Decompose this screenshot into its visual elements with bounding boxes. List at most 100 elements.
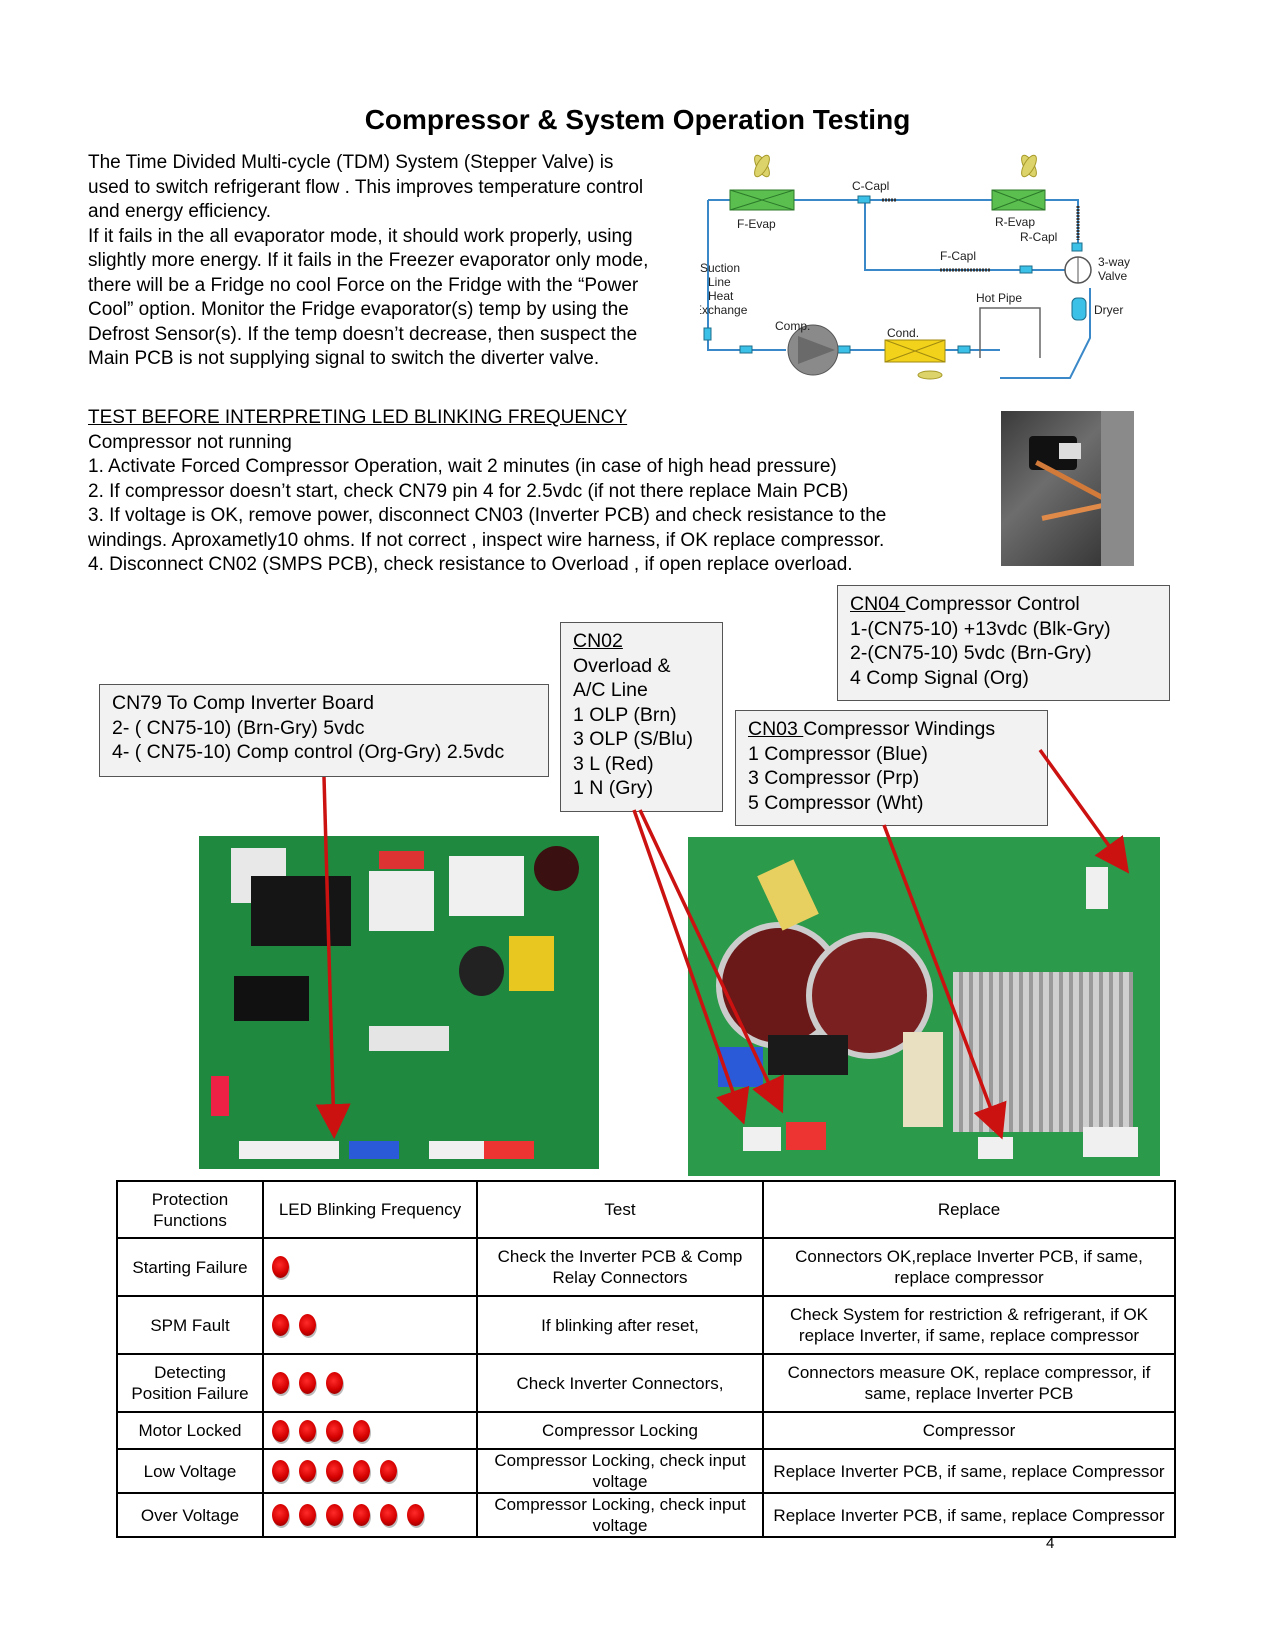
led-blink-icon bbox=[326, 1460, 343, 1483]
cn04-line: 4 Comp Signal (Org) bbox=[850, 666, 1029, 689]
dryer-icon bbox=[1071, 297, 1087, 321]
led-cell bbox=[262, 1448, 478, 1494]
cn03-callout: CN03 Compressor Windings 1 Compressor (B… bbox=[735, 710, 1048, 826]
led-blink-icon bbox=[380, 1460, 397, 1483]
led-blink-icon bbox=[353, 1504, 370, 1527]
intro-line: used to switch refrigerant flow . This i… bbox=[88, 176, 644, 198]
fan-icon bbox=[754, 154, 1037, 380]
test-section: TEST BEFORE INTERPRETING LED BLINKING FR… bbox=[88, 406, 988, 578]
cn03-line: 5 Compressor (Wht) bbox=[748, 791, 924, 814]
test-step: windings. Aproxametly10 ohms. If not cor… bbox=[88, 529, 885, 551]
test-step: 4. Disconnect CN02 (SMPS PCB), check res… bbox=[88, 554, 853, 575]
cn04-line: 1-(CN75-10) +13vdc (Blk-Gry) bbox=[850, 617, 1111, 640]
led-blink-icon bbox=[272, 1314, 289, 1337]
replace-cell: Check System for restriction & refrigera… bbox=[762, 1295, 1176, 1355]
led-cell bbox=[262, 1353, 478, 1413]
led-blink-icon bbox=[272, 1372, 289, 1395]
intro-line: Main PCB is not supplying signal to swit… bbox=[88, 348, 600, 369]
function-cell: Low Voltage bbox=[116, 1448, 264, 1494]
replace-cell: Connectors measure OK, replace compresso… bbox=[762, 1353, 1176, 1413]
refrigeration-diagram: F-Evap R-Evap C-Capl R-Capl F-Capl 3-way… bbox=[700, 154, 1130, 380]
table-row: Detecting Position Failure Check Inverte… bbox=[116, 1353, 1176, 1413]
compressor-wiring-photo bbox=[1001, 411, 1134, 566]
intro-line: there will be a Fridge no cool Force on … bbox=[88, 274, 639, 296]
led-cell bbox=[262, 1295, 478, 1355]
table-header-row: Protection Functions LED Blinking Freque… bbox=[116, 1180, 1176, 1239]
page-number: 4 bbox=[1046, 1535, 1055, 1552]
diagram-label: Comp. bbox=[775, 319, 810, 333]
test-cell: Check the Inverter PCB & Comp Relay Conn… bbox=[476, 1237, 764, 1297]
intro-line: Defrost Sensor(s). If the temp doesn’t d… bbox=[88, 323, 638, 345]
function-cell: Motor Locked bbox=[116, 1411, 264, 1450]
main-pcb-photo bbox=[199, 836, 599, 1169]
cn04-title: Compressor Control bbox=[905, 593, 1080, 615]
test-step: 1. Activate Forced Compressor Operation,… bbox=[88, 456, 837, 477]
led-blink-icon bbox=[299, 1314, 316, 1337]
function-cell: Starting Failure bbox=[116, 1237, 264, 1297]
cn02-arrow bbox=[638, 809, 784, 1114]
led-blink-icon bbox=[407, 1504, 424, 1527]
cn79-arrow bbox=[315, 776, 351, 1139]
table-row: Low Voltage Compressor Locking, check in… bbox=[116, 1448, 1176, 1494]
led-blink-icon bbox=[272, 1460, 289, 1483]
diagram-label: Dryer bbox=[1094, 303, 1123, 317]
cn79-line: 2- ( CN75-10) (Brn-Gry) 5vdc bbox=[112, 716, 365, 739]
table-row: Starting Failure Check the Inverter PCB … bbox=[116, 1237, 1176, 1297]
table-row: Motor Locked Compressor Locking Compress… bbox=[116, 1411, 1176, 1450]
function-cell: SPM Fault bbox=[116, 1295, 264, 1355]
cn02-line: 3 L (Red) bbox=[573, 752, 654, 775]
header-cell: Replace bbox=[762, 1180, 1176, 1239]
cn04-callout: CN04 Compressor Control 1-(CN75-10) +13v… bbox=[837, 585, 1170, 701]
test-cell: Compressor Locking bbox=[476, 1411, 764, 1450]
cn04-arrow bbox=[1038, 748, 1130, 874]
led-blink-icon bbox=[299, 1504, 316, 1527]
test-step: 3. If voltage is OK, remove power, disco… bbox=[88, 505, 887, 526]
led-blink-icon bbox=[353, 1460, 370, 1483]
replace-cell: Connectors OK,replace Inverter PCB, if s… bbox=[762, 1237, 1176, 1297]
cn02-line: 1 N (Gry) bbox=[573, 777, 654, 799]
cn02-line: 1 OLP (Brn) bbox=[573, 703, 677, 726]
diagram-label: C-Capl bbox=[852, 179, 889, 193]
cn04-line: 2-(CN75-10) 5vdc (Brn-Gry) bbox=[850, 642, 1092, 664]
hot-pipe-icon bbox=[979, 307, 1041, 358]
test-cell: Check Inverter Connectors, bbox=[476, 1353, 764, 1413]
led-blink-icon bbox=[326, 1504, 343, 1527]
led-cell bbox=[262, 1492, 478, 1538]
cn02-id: CN02 bbox=[573, 630, 623, 652]
led-blink-icon bbox=[272, 1256, 289, 1279]
replace-cell: Replace Inverter PCB, if same, replace C… bbox=[762, 1492, 1176, 1538]
header-cell: Protection Functions bbox=[116, 1180, 264, 1239]
led-blink-icon bbox=[272, 1419, 289, 1442]
diagram-label: Valve bbox=[1098, 269, 1127, 283]
diagram-label: Line bbox=[708, 275, 731, 289]
function-cell: Detecting Position Failure bbox=[116, 1353, 264, 1413]
intro-line: and energy efficiency. bbox=[88, 201, 272, 222]
led-blink-icon bbox=[272, 1504, 289, 1527]
cn79-callout: CN79 To Comp Inverter Board 2- ( CN75-10… bbox=[99, 684, 549, 777]
callout-arrows bbox=[315, 748, 1130, 1140]
page-title: Compressor & System Operation Testing bbox=[364, 104, 911, 135]
header-cell: LED Blinking Frequency bbox=[262, 1180, 478, 1239]
led-blink-icon bbox=[299, 1372, 316, 1395]
intro-line: Cool” option. Monitor the Fridge evapora… bbox=[88, 299, 629, 320]
led-blink-table: Protection Functions LED Blinking Freque… bbox=[116, 1180, 1176, 1538]
led-blink-icon bbox=[353, 1419, 370, 1442]
table-row: SPM Fault If blinking after reset, Check… bbox=[116, 1295, 1176, 1355]
cn03-line: 1 Compressor (Blue) bbox=[748, 742, 928, 765]
test-cell: If blinking after reset, bbox=[476, 1295, 764, 1355]
cn79-line: 4- ( CN75-10) Comp control (Org-Gry) 2.5… bbox=[112, 741, 505, 763]
test-cell: Compressor Locking, check input voltage bbox=[476, 1492, 764, 1538]
replace-cell: Replace Inverter PCB, if same, replace C… bbox=[762, 1448, 1176, 1494]
intro-line: If it fails in the all evaporator mode, … bbox=[88, 225, 633, 247]
cn03-id: CN03 bbox=[748, 718, 804, 740]
led-blink-icon bbox=[299, 1460, 316, 1483]
led-blink-icon bbox=[326, 1372, 343, 1395]
led-blink-icon bbox=[326, 1419, 343, 1442]
diagram-label: F-Capl bbox=[940, 249, 976, 263]
cn02-arrow bbox=[632, 809, 750, 1125]
cn02-line: Overload & bbox=[573, 654, 671, 677]
diagram-label: R-Evap bbox=[995, 215, 1035, 229]
led-blink-icon bbox=[380, 1504, 397, 1527]
diagram-label: R-Capl bbox=[1020, 230, 1057, 244]
test-step: 2. If compressor doesn’t start, check CN… bbox=[88, 480, 849, 502]
